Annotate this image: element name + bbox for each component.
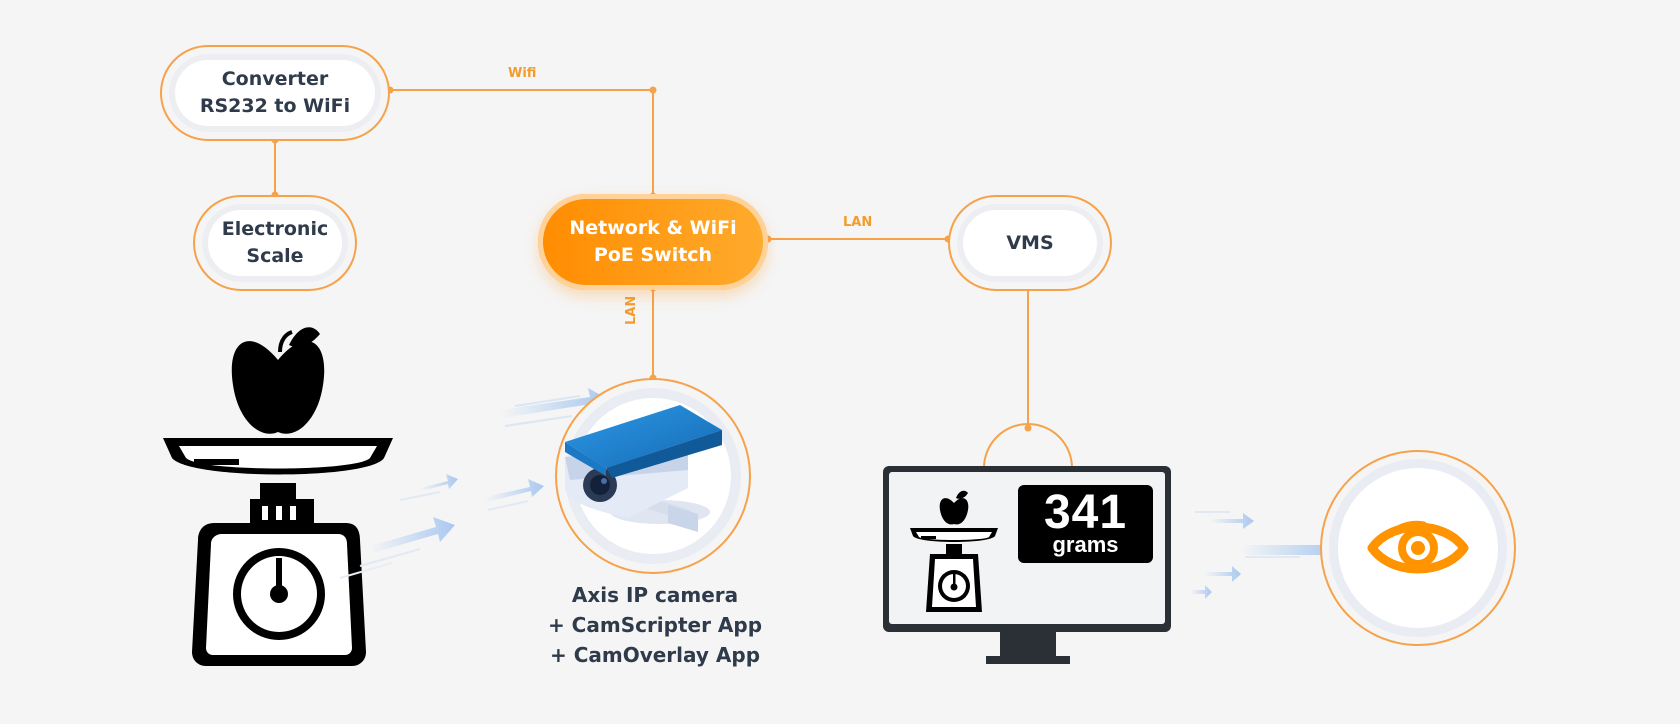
eye-icon — [1320, 450, 1516, 646]
data-flow-arrows-right — [1190, 511, 1341, 599]
lan-switch-vms-label: LAN — [843, 215, 873, 230]
vms-node: VMS — [948, 195, 1112, 291]
scale-label-line1: Electronic — [221, 218, 329, 240]
camera-caption-line1: Axis IP camera — [571, 583, 739, 607]
monitor-arc — [983, 423, 1073, 469]
wifi-link — [390, 89, 654, 196]
scale-label-line2: Scale — [246, 245, 304, 267]
network-switch-node: Network & WiFi PoE Switch — [538, 194, 768, 290]
camera-caption-line2: + CamScripter App — [547, 613, 763, 637]
electronic-scale-node: Electronic Scale — [193, 195, 357, 291]
converter-label-line1: Converter — [221, 68, 329, 90]
camera-caption-line3: + CamOverlay App — [549, 643, 761, 667]
converter-node: Converter RS232 to WiFi — [160, 45, 390, 141]
ip-camera-icon — [555, 378, 751, 574]
camera-caption: Axis IP camera + CamScripter App + CamOv… — [520, 580, 790, 670]
converter-label-line2: RS232 to WiFi — [199, 95, 351, 117]
data-flow-arrows-left — [339, 388, 608, 579]
switch-label-line2: PoE Switch — [593, 244, 713, 266]
weight-unit: grams — [1052, 532, 1119, 557]
wifi-connection-label: Wifi — [508, 66, 537, 81]
weight-value: 341 — [1043, 486, 1128, 539]
monitor-scale-icon — [910, 490, 998, 612]
kitchen-scale-icon — [163, 327, 393, 666]
vms-label: VMS — [1006, 231, 1054, 254]
switch-label-line1: Network & WiFi — [569, 217, 737, 239]
apple-icon — [231, 341, 325, 434]
lan-switch-camera-label: LAN — [624, 295, 639, 325]
weight-readout: 341 grams — [1018, 485, 1153, 563]
